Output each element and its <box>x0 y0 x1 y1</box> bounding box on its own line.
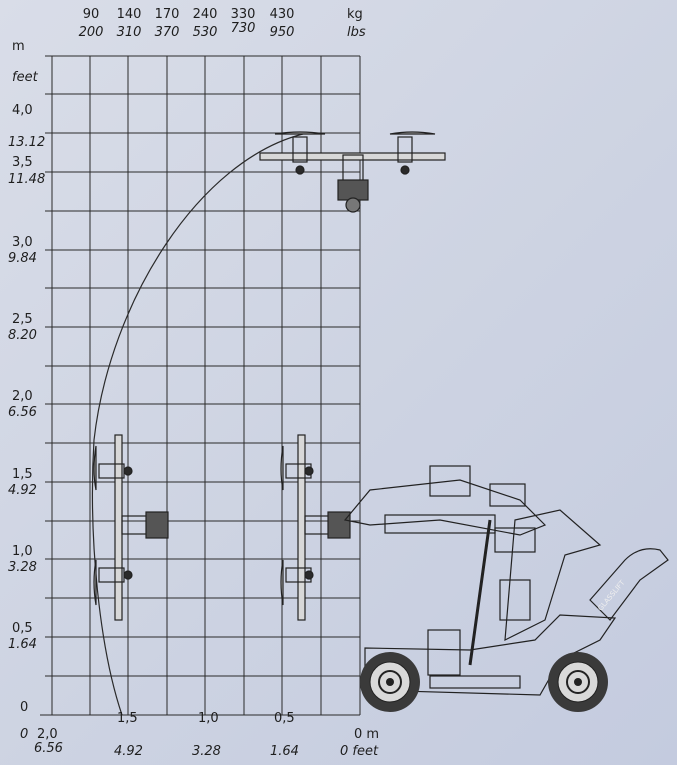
height-labels: m feet 4,0 13.12 3,5 11.48 3,0 9.84 2,5 … <box>8 39 45 742</box>
reach-ft-15: 4.92 <box>114 744 143 759</box>
load-lbs-1: 200 <box>79 25 104 40</box>
reach-m-15: 1,5 <box>117 711 138 726</box>
unit-m-left: m <box>12 39 25 54</box>
reach-m-1: 1,0 <box>198 711 219 726</box>
load-kg-5: 330 <box>231 7 256 22</box>
reach-ft-0: 0 feet <box>340 744 379 759</box>
load-lbs-3: 370 <box>155 25 180 40</box>
height-m-15: 1,5 <box>12 467 33 482</box>
rear-wheel <box>360 652 420 712</box>
load-labels: 90 200 140 310 170 370 240 530 330 730 4… <box>79 7 366 40</box>
load-kg-4: 240 <box>193 7 218 22</box>
height-m-1: 1,0 <box>12 544 33 559</box>
load-lbs-6: 950 <box>270 25 295 40</box>
attachment-left-position <box>93 434 169 621</box>
load-kg-3: 170 <box>155 7 180 22</box>
front-wheel <box>548 652 608 712</box>
reach-m-0: 0 m <box>354 727 379 742</box>
reach-ft-1: 3.28 <box>192 744 221 759</box>
grid <box>40 55 361 716</box>
reach-ft-05: 1.64 <box>270 744 299 759</box>
working-envelope-curve <box>91 133 304 716</box>
attachment-top-position <box>259 131 446 213</box>
height-ft-1: 3.28 <box>8 560 37 575</box>
reach-m-05: 0,5 <box>274 711 295 726</box>
height-ft-35: 11.48 <box>8 172 45 187</box>
height-m-4: 4,0 <box>12 103 33 118</box>
reach-ft-2: 6.56 <box>34 741 63 756</box>
load-lbs-4: 530 <box>193 25 218 40</box>
height-ft-2: 6.56 <box>8 405 37 420</box>
unit-kg: kg <box>347 7 363 22</box>
glass-lift-machine: GLASSLIFT <box>343 465 669 712</box>
load-kg-6: 430 <box>270 7 295 22</box>
height-ft-05: 1.64 <box>8 637 37 652</box>
height-m-25: 2,5 <box>12 312 33 327</box>
attachment-middle-position <box>280 434 351 621</box>
reach-labels: 2,0 6.56 1,5 4.92 1,0 3.28 0,5 1.64 0 m … <box>34 711 379 759</box>
height-m-0: 0 <box>20 700 28 715</box>
height-ft-25: 8.20 <box>8 328 37 343</box>
height-m-05: 0,5 <box>12 621 33 636</box>
height-ft-3: 9.84 <box>8 251 37 266</box>
load-lbs-2: 310 <box>117 25 142 40</box>
load-kg-2: 140 <box>117 7 142 22</box>
load-kg-1: 90 <box>83 7 100 22</box>
load-lbs-5: 730 <box>231 21 256 36</box>
height-ft-0: 0 <box>20 727 28 742</box>
height-ft-4: 13.12 <box>8 135 45 150</box>
height-m-2: 2,0 <box>12 389 33 404</box>
reach-m-2: 2,0 <box>37 727 58 742</box>
height-m-35: 3,5 <box>12 155 33 170</box>
brand-label: GLASSLIFT <box>596 578 627 612</box>
height-m-3: 3,0 <box>12 235 33 250</box>
unit-lbs: lbs <box>347 25 366 40</box>
unit-feet-left: feet <box>12 70 39 85</box>
height-ft-15: 4.92 <box>8 483 37 498</box>
